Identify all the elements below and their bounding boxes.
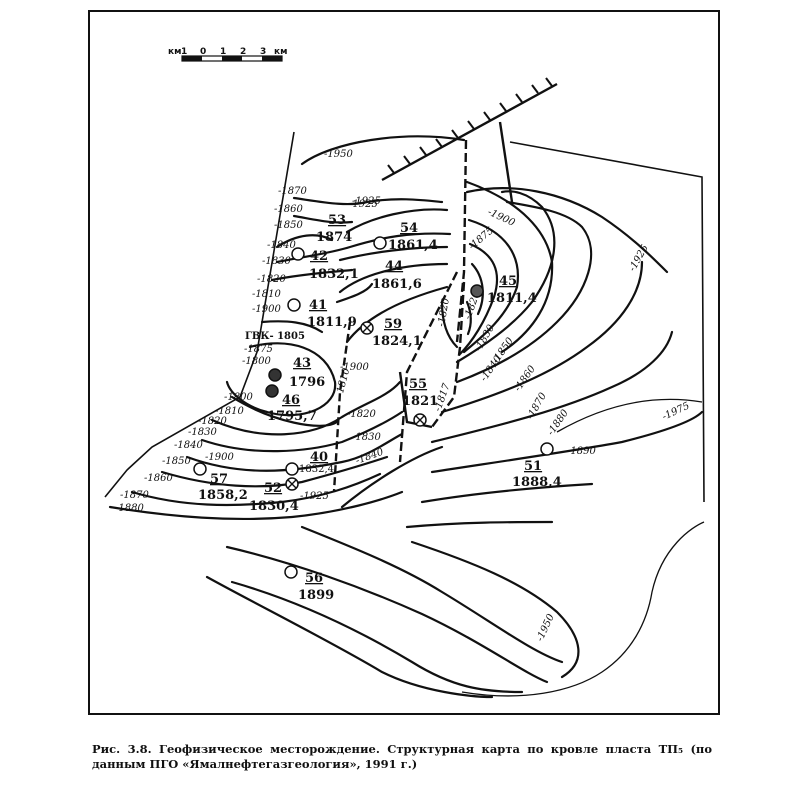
well-number: 53 — [328, 213, 346, 228]
well-number: 40 — [310, 450, 328, 465]
contour-label: -1870 — [278, 186, 307, 197]
contour-label: -1950 — [324, 149, 353, 160]
well-number: 46 — [282, 393, 300, 408]
well-depth: 1796 — [289, 375, 325, 390]
well-depth: 1830,4 — [249, 499, 299, 514]
scale-label: 1 — [181, 47, 187, 57]
well-symbol — [285, 462, 299, 476]
well-symbol — [291, 247, 305, 261]
contour-label: -1810 — [252, 289, 281, 300]
contour-label: -1800 — [224, 392, 253, 403]
contour-label: -1830 — [262, 256, 291, 267]
main-fault — [381, 77, 558, 182]
well-number: 43 — [293, 356, 311, 371]
well-depth: 1858,2 — [198, 488, 248, 503]
well-depth: 1899 — [298, 588, 334, 603]
well-symbol — [284, 565, 298, 579]
contour-label: -1900 — [486, 207, 517, 229]
contour-label: -1925 — [352, 196, 381, 207]
well-cross — [362, 323, 372, 333]
area-boundary — [104, 131, 295, 498]
contour-label: -1830 — [188, 427, 217, 438]
contour-label: -1820 — [257, 274, 286, 285]
well-number: 59 — [384, 317, 402, 332]
well-symbol — [287, 298, 301, 312]
scale-label: 1 — [220, 47, 226, 57]
scale-bar: км 1 0 1 2 3 км — [168, 47, 287, 62]
contour-label: -1810 — [334, 366, 352, 397]
well-number: 44 — [385, 259, 403, 274]
scale-label: км — [168, 47, 181, 57]
well-number: 56 — [305, 571, 323, 586]
scale-label: км — [274, 47, 287, 57]
contour-label: -1820 — [436, 297, 452, 328]
well-number: 51 — [524, 459, 542, 474]
well-number: 41 — [309, 298, 327, 313]
contour-label: -1840 — [354, 446, 385, 466]
contour-label: -1880 — [545, 407, 571, 437]
contour-label: -1850 — [274, 220, 303, 231]
well-depth: 1795,7 — [267, 409, 317, 424]
contour-label: -1950 — [535, 612, 557, 643]
well-depth: 1821 — [402, 394, 438, 409]
contour-label: -1820 — [347, 409, 376, 420]
well-symbol — [193, 462, 207, 476]
well-depth: 1861,6 — [372, 277, 422, 292]
well-depth: 1832,1 — [309, 267, 359, 282]
contour-label: -1900 — [340, 362, 369, 373]
scale-label: 2 — [240, 47, 246, 57]
well-depth: 1832,4 — [299, 464, 334, 475]
well-symbol — [268, 368, 282, 382]
contour-label: -1925 — [300, 491, 329, 502]
well-number: 57 — [210, 472, 228, 487]
contour-label: -1875 — [244, 344, 273, 355]
well-cross — [415, 415, 425, 425]
contour-label: -1890 — [567, 446, 596, 457]
contour-label: -1925 — [627, 243, 651, 273]
figure-caption: Рис. 3.8. Геофизическое месторождение. С… — [92, 742, 712, 771]
contour-label: -1900 — [252, 304, 281, 315]
contour-label: -1820 — [198, 416, 227, 427]
structural-map: км 1 0 1 2 3 км — [104, 47, 705, 699]
well-number: 42 — [310, 249, 328, 264]
well-depth: 1824,1 — [372, 334, 422, 349]
well-number: 52 — [264, 481, 282, 496]
well-symbol — [540, 442, 554, 456]
scale-label: 0 — [200, 47, 206, 57]
well-cross — [287, 479, 297, 489]
well-symbol — [373, 236, 387, 250]
scale-label: 3 — [260, 47, 266, 57]
well-number: 54 — [400, 221, 418, 236]
contour-lines — [108, 135, 705, 699]
contour-label: -1860 — [144, 473, 173, 484]
contour-label: -1870 — [525, 390, 549, 421]
contour-label: -1875 — [467, 225, 496, 252]
contour-label: -1860 — [274, 204, 303, 215]
well-symbol — [265, 384, 279, 398]
well-number: 45 — [499, 274, 517, 289]
area-boundary — [509, 141, 705, 503]
map-frame: км 1 0 1 2 3 км — [88, 10, 720, 715]
well-depth: 1874 — [316, 230, 352, 245]
contour-label: -1830 — [352, 432, 381, 443]
contour-label: -1800 — [242, 356, 271, 367]
contour-label: -1840 — [174, 440, 203, 451]
contour-label: -1925 — [349, 199, 378, 210]
well-depth: 1811,4 — [487, 291, 537, 306]
well-depth: 1811,9 — [307, 315, 357, 330]
contour-label: -1870 — [120, 490, 149, 501]
gvk-label: ГВК- 1805 — [245, 331, 305, 342]
contour-label: -1810 — [215, 406, 244, 417]
contour-label: -1900 — [205, 452, 234, 463]
well-depth: 1861,4 — [388, 238, 438, 253]
wells: 53 1874 54 1861,4 42 1832,1 44 1861,6 45… — [193, 213, 562, 603]
contour-label: -1880 — [115, 503, 144, 514]
contour-label: -1975 — [661, 401, 692, 423]
well-symbol — [470, 284, 484, 298]
well-depth: 1888,4 — [512, 475, 562, 490]
contour-label: -1850 — [162, 456, 191, 467]
well-number: 55 — [409, 377, 427, 392]
contour-label: -1840 — [267, 240, 296, 251]
